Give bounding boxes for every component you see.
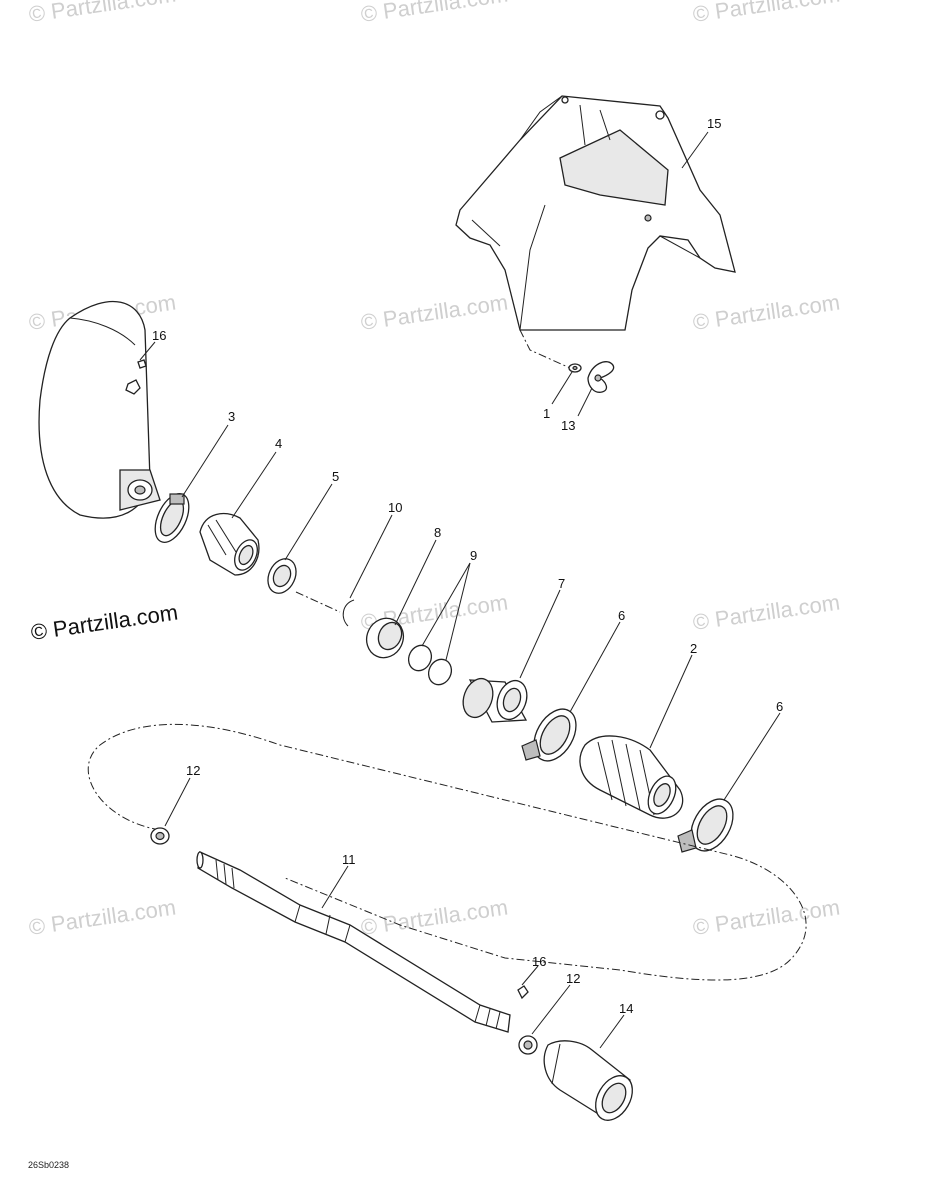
part-2-bellows bbox=[579, 735, 684, 819]
callout-4: 4 bbox=[275, 436, 282, 451]
callout-labels: 15 1 13 16 3 4 5 10 8 9 7 6 2 6 12 11 16… bbox=[152, 116, 783, 1016]
callout-11: 11 bbox=[342, 852, 356, 867]
callout-15: 15 bbox=[707, 116, 721, 131]
part-11-drive-shaft bbox=[196, 851, 511, 1033]
callout-12: 12 bbox=[566, 971, 580, 986]
callout-8: 8 bbox=[434, 525, 441, 540]
callout-9: 9 bbox=[470, 548, 477, 563]
part-6-clamp-b bbox=[677, 798, 734, 853]
callout-6: 6 bbox=[776, 699, 783, 714]
watermark: © Partzilla.com bbox=[359, 290, 509, 335]
watermark: © Partzilla.com bbox=[27, 895, 177, 940]
part-3-clamp bbox=[154, 493, 190, 543]
assembly-line-cover bbox=[519, 329, 571, 369]
callout-12: 12 bbox=[186, 763, 200, 778]
callout-10: 10 bbox=[388, 500, 402, 515]
callout-6: 6 bbox=[618, 608, 625, 623]
part-5-ring bbox=[267, 558, 297, 594]
callout-3: 3 bbox=[228, 409, 235, 424]
leader-lines bbox=[139, 131, 781, 1049]
part-14-tube bbox=[543, 1040, 633, 1121]
assembly-line-center bbox=[295, 591, 341, 613]
part-13-wing-nut bbox=[587, 361, 615, 393]
part-4-boot bbox=[199, 512, 260, 576]
part-16-nut-top bbox=[125, 359, 147, 395]
watermark-primary: © Partzilla.com bbox=[29, 600, 179, 645]
watermark: © Partzilla.com bbox=[691, 590, 841, 635]
watermark: © Partzilla.com bbox=[27, 0, 177, 27]
assembly-loop-line bbox=[87, 723, 807, 981]
part-9-o-rings bbox=[407, 644, 453, 686]
callout-5: 5 bbox=[332, 469, 339, 484]
part-16-nut-bottom bbox=[517, 985, 529, 1000]
watermark: © Partzilla.com bbox=[359, 0, 509, 27]
callout-16: 16 bbox=[532, 954, 546, 969]
part-15-cover bbox=[455, 95, 736, 331]
part-10-circlip bbox=[342, 599, 355, 627]
part-7-sleeve bbox=[462, 677, 528, 723]
watermark: © Partzilla.com bbox=[691, 0, 841, 27]
callout-16: 16 bbox=[152, 328, 166, 343]
part-12-nut-bottom bbox=[518, 1035, 538, 1055]
watermark: © Partzilla.com bbox=[691, 290, 841, 335]
diagram-code: 26Sb0238 bbox=[28, 1160, 69, 1170]
part-12-nut-left bbox=[150, 827, 170, 845]
callout-2: 2 bbox=[690, 641, 697, 656]
watermark: © Partzilla.com bbox=[691, 895, 841, 940]
callout-7: 7 bbox=[558, 576, 565, 591]
part-6-clamp-a bbox=[521, 708, 577, 762]
pump-housing bbox=[38, 301, 161, 519]
callout-1: 1 bbox=[543, 406, 550, 421]
callout-14: 14 bbox=[619, 1001, 633, 1016]
callout-13: 13 bbox=[561, 418, 575, 433]
part-1-washer bbox=[568, 363, 582, 373]
